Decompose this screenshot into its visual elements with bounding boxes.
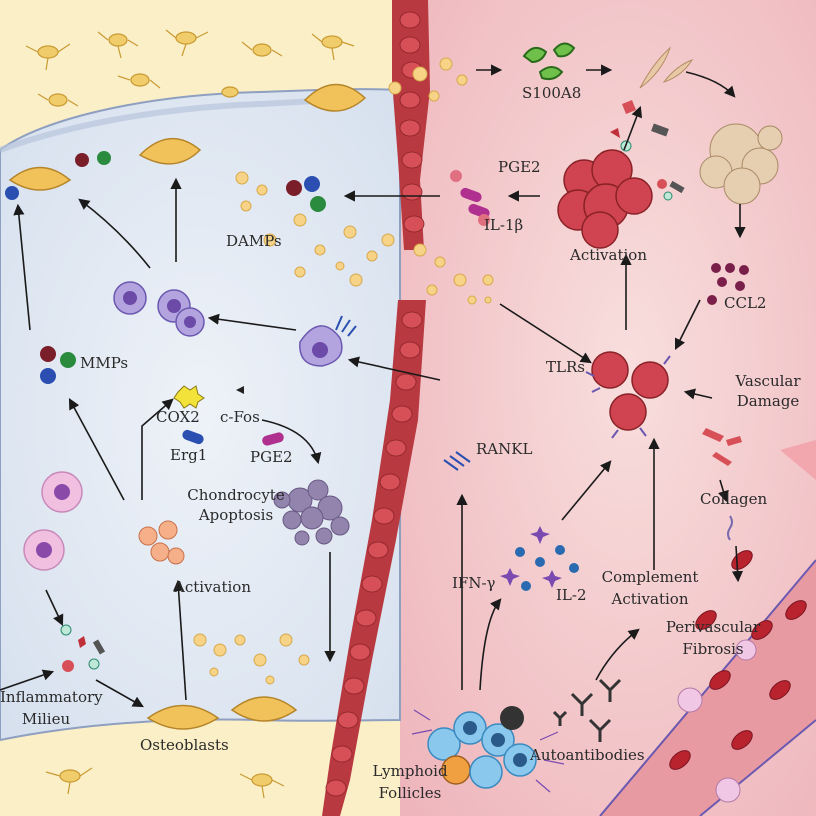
inflammatory-molecules (60, 624, 106, 672)
label-il1b: IL-1β (484, 216, 524, 234)
label-inflammatory-2: Milieu (21, 710, 71, 728)
label-tlrs: TLRs (546, 358, 585, 376)
label-il2: IL-2 (556, 586, 587, 604)
label-activation-right: Activation (570, 246, 647, 264)
pink-immune-cells (23, 471, 83, 571)
label-inflammatory-1: Inflammatory (0, 688, 103, 706)
vessel-wall-bottom (322, 300, 426, 816)
label-chondrocyte-1: Chondrocyte (187, 486, 285, 504)
label-osteoblasts: Osteoblasts (140, 736, 229, 754)
activated-cells-left (138, 520, 185, 565)
pge2-icon-left (262, 432, 284, 446)
label-mmps: MMPs (80, 354, 129, 372)
pge2-il1b-molecules (450, 170, 490, 226)
tlr-receptors (585, 355, 671, 439)
activated-cell-cluster (557, 149, 653, 249)
osteoblasts-bottom (146, 696, 298, 730)
label-collagen: Collagen (700, 490, 768, 508)
damps-particles (193, 57, 494, 685)
label-rankl: RANKL (476, 440, 533, 458)
joint-space (0, 88, 401, 742)
label-ccl2: CCL2 (724, 294, 767, 312)
label-lymphoid-1: Lymphoid (372, 762, 448, 780)
label-lymphoid-2: Follicles (378, 784, 442, 802)
mmp-icons-left (40, 346, 76, 384)
osteocyte-processes-bottom (45, 767, 285, 799)
label-pge2-left: PGE2 (250, 448, 293, 466)
tlr-cells (591, 351, 669, 431)
label-activation-left: Activation (174, 578, 251, 596)
vessel-rupture (780, 440, 816, 480)
autoantibodies-icons (552, 678, 622, 742)
osteocyte-processes-top (25, 29, 355, 107)
purple-cell-nuclei (123, 291, 328, 358)
label-cox2: COX2 (156, 408, 200, 426)
fibroblasts-top (639, 46, 694, 89)
s100a8-icon (522, 42, 576, 81)
label-ifn-gamma: IFN-γ (452, 574, 496, 592)
label-complement-1: Complement (601, 568, 699, 586)
mmp-markers-top (5, 151, 326, 212)
label-pge2-right: PGE2 (498, 158, 541, 176)
label-damps: DAMPs (226, 232, 282, 250)
cox2-icon (173, 385, 205, 409)
erg1-icon (182, 429, 204, 445)
lymphoid-follicle-cluster (411, 706, 565, 793)
ccl2-dots (707, 263, 749, 305)
rank-receptor (335, 315, 357, 337)
label-complement-2: Activation (611, 590, 689, 608)
label-cfos: c-Fos (220, 408, 260, 426)
label-vascular-damage-1: Vascular (735, 372, 801, 390)
vascular-damage-fragments (702, 428, 742, 466)
label-perivascular-2: Fibrosis (682, 640, 744, 658)
fibroblast-cluster (699, 123, 783, 205)
label-autoantibodies: Autoantibodies (530, 746, 645, 764)
label-erg1: Erg1 (170, 446, 208, 464)
cfos-icon (236, 386, 244, 394)
cytokine-molecules (500, 526, 579, 591)
label-s100a8: S100A8 (522, 84, 582, 102)
osteoblasts-top (8, 83, 367, 191)
label-vascular-damage-2: Damage (736, 392, 800, 410)
label-chondrocyte-2: Apoptosis (198, 506, 274, 524)
signal-molecules-right (610, 100, 685, 201)
collagen-fiber (727, 515, 733, 541)
arrows (0, 64, 746, 708)
label-perivascular-1: Perivascular (665, 618, 761, 636)
apoptotic-chondrocyte (273, 479, 350, 546)
rankl-receptor (443, 451, 471, 471)
blood-vessel-right (599, 550, 816, 816)
